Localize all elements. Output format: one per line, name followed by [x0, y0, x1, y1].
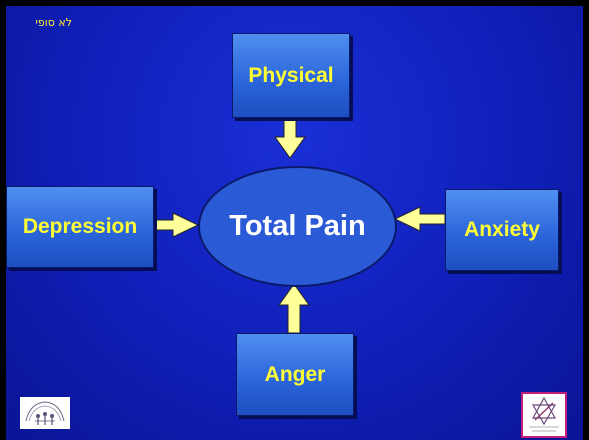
- arrow-anxiety-to-center: [393, 206, 446, 232]
- physical-label: Physical: [248, 63, 334, 87]
- depression-box: Depression: [6, 186, 154, 268]
- anxiety-box: Anxiety: [445, 189, 559, 271]
- organization-logo: [20, 397, 70, 429]
- organization-logo-icon: [25, 401, 65, 425]
- total-pain-label: Total Pain: [229, 210, 366, 242]
- depression-label: Depression: [22, 215, 138, 238]
- physical-box: Physical: [232, 33, 350, 118]
- anger-box: Anger: [236, 333, 354, 416]
- draft-note: לא סופי: [35, 16, 72, 29]
- anxiety-label: Anxiety: [464, 218, 540, 241]
- total-pain-ellipse: Total Pain: [198, 166, 397, 287]
- arrow-depression-to-center: [151, 212, 200, 238]
- arrow-anger-to-center: [278, 283, 310, 334]
- arrows-layer: [151, 115, 446, 334]
- pain-association-logo: [521, 392, 567, 438]
- slide: לא סופי Physical Depression Anxiety Ange…: [6, 6, 583, 440]
- anger-label: Anger: [264, 362, 326, 386]
- pain-association-logo-icon: [529, 396, 559, 432]
- arrow-physical-to-center: [274, 115, 306, 159]
